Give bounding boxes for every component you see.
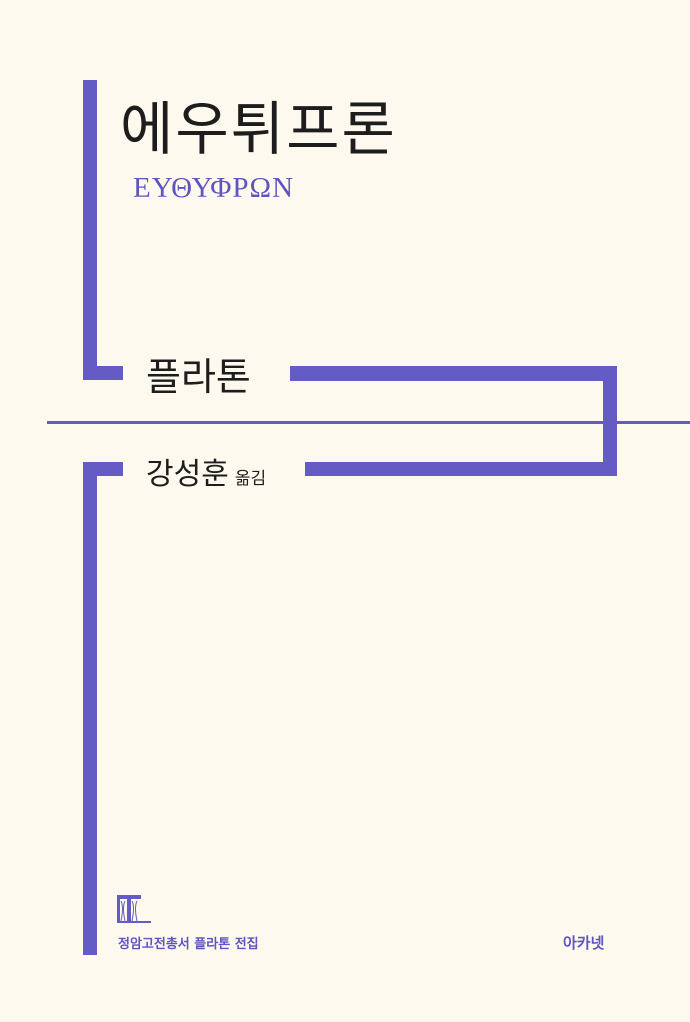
right-bracket-bottom	[305, 462, 617, 476]
left-upper-bracket-foot	[83, 366, 123, 380]
author-name: 플라톤	[146, 355, 251, 399]
right-bracket-top	[290, 366, 617, 381]
series-name: 정암고전총서 플라톤 전집	[118, 937, 259, 952]
left-upper-bracket-vertical	[83, 80, 97, 380]
divider-line	[47, 421, 690, 424]
left-lower-bracket-vertical	[83, 462, 97, 955]
left-lower-bracket-head	[83, 462, 123, 476]
greek-title: ΕΥΘΥΦΡΩΝ	[133, 172, 295, 204]
series-logo-icon	[117, 895, 151, 923]
book-title: 에우튀프론	[120, 95, 397, 163]
publisher-name: 아카넷	[563, 934, 605, 952]
translator-name: 강성훈	[146, 457, 229, 492]
translator-suffix: 옮김	[234, 469, 267, 489]
